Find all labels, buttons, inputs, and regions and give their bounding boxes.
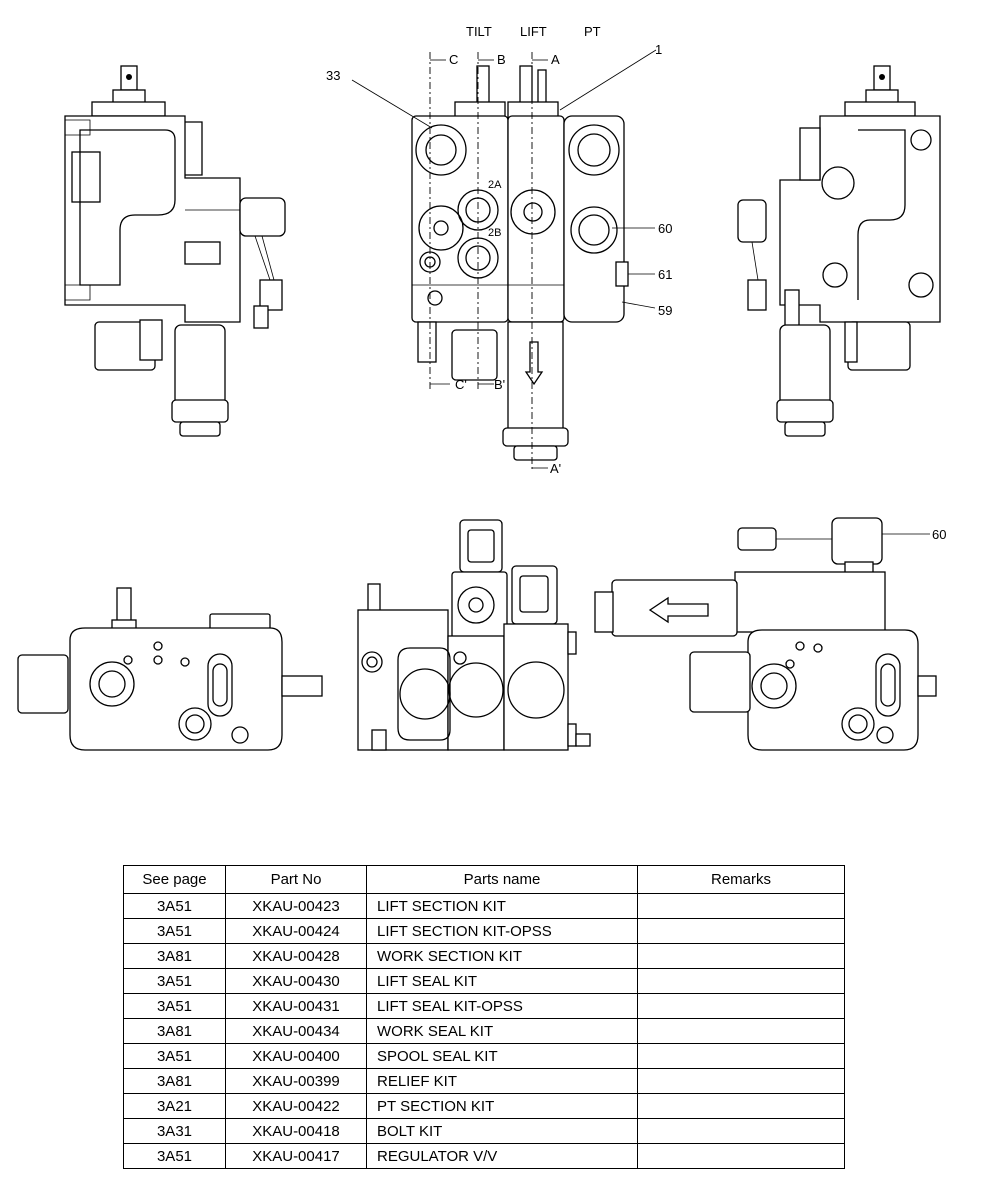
cell-name: RELIEF KIT bbox=[366, 1068, 638, 1094]
table-row: 3A81 XKAU-00428 WORK SECTION KIT bbox=[123, 943, 845, 969]
cell-name: BOLT KIT bbox=[366, 1118, 638, 1144]
valve-assembly-drawing: TILT LIFT PT C B A C' B' A' 1 33 60 61 5… bbox=[17, 24, 946, 751]
cell-part-no: XKAU-00424 bbox=[225, 918, 367, 944]
cell-part-no: XKAU-00423 bbox=[225, 893, 367, 919]
cell-remarks bbox=[637, 1143, 845, 1169]
cell-name: WORK SECTION KIT bbox=[366, 943, 638, 969]
ref-number-1: 1 bbox=[655, 42, 662, 57]
cell-part-no: XKAU-00418 bbox=[225, 1118, 367, 1144]
table-row: 3A81 XKAU-00434 WORK SEAL KIT bbox=[123, 1018, 845, 1044]
table-row: 3A51 XKAU-00417 REGULATOR V/V bbox=[123, 1143, 845, 1169]
label-lift: LIFT bbox=[520, 24, 547, 39]
cell-page: 3A81 bbox=[123, 943, 226, 969]
cell-part-no: XKAU-00400 bbox=[225, 1043, 367, 1069]
bottom-left-view bbox=[17, 587, 323, 751]
cell-remarks bbox=[637, 943, 845, 969]
cell-page: 3A31 bbox=[123, 1118, 226, 1144]
cell-remarks bbox=[637, 993, 845, 1019]
cell-part-no: XKAU-00431 bbox=[225, 993, 367, 1019]
cell-page: 3A51 bbox=[123, 893, 226, 919]
table-row: 3A51 XKAU-00423 LIFT SECTION KIT bbox=[123, 893, 845, 919]
front-view bbox=[351, 49, 657, 470]
header-remarks: Remarks bbox=[637, 865, 845, 894]
cell-name: LIFT SECTION KIT bbox=[366, 893, 638, 919]
cell-name: LIFT SEAL KIT bbox=[366, 968, 638, 994]
ref-number-60: 60 bbox=[658, 221, 672, 236]
cell-page: 3A51 bbox=[123, 1043, 226, 1069]
parts-table: See page Part No Parts name Remarks 3A51… bbox=[123, 865, 845, 1169]
table-row: 3A51 XKAU-00431 LIFT SEAL KIT-OPSS bbox=[123, 993, 845, 1019]
label-section-b: B bbox=[497, 52, 506, 67]
label-section-b-prime: B' bbox=[494, 377, 505, 392]
header-part-no: Part No bbox=[225, 865, 367, 894]
label-pt: PT bbox=[584, 24, 601, 39]
label-section-c: C bbox=[449, 52, 458, 67]
cell-name: LIFT SEAL KIT-OPSS bbox=[366, 993, 638, 1019]
cell-part-no: XKAU-00422 bbox=[225, 1093, 367, 1119]
cell-part-no: XKAU-00428 bbox=[225, 943, 367, 969]
table-row: 3A51 XKAU-00424 LIFT SECTION KIT-OPSS bbox=[123, 918, 845, 944]
label-section-a-prime: A' bbox=[550, 461, 561, 476]
cell-remarks bbox=[637, 1043, 845, 1069]
cell-page: 3A51 bbox=[123, 968, 226, 994]
cell-remarks bbox=[637, 893, 845, 919]
bottom-center-view bbox=[357, 519, 591, 751]
cell-page: 3A51 bbox=[123, 1143, 226, 1169]
cell-name: SPOOL SEAL KIT bbox=[366, 1043, 638, 1069]
header-parts-name: Parts name bbox=[366, 865, 638, 894]
cell-remarks bbox=[637, 1093, 845, 1119]
table-header-row: See page Part No Parts name Remarks bbox=[123, 865, 845, 894]
ref-number-59: 59 bbox=[658, 303, 672, 318]
cell-remarks bbox=[637, 1018, 845, 1044]
left-side-view bbox=[64, 65, 286, 437]
cell-remarks bbox=[637, 1118, 845, 1144]
cell-page: 3A81 bbox=[123, 1068, 226, 1094]
table-row: 3A21 XKAU-00422 PT SECTION KIT bbox=[123, 1093, 845, 1119]
cell-page: 3A81 bbox=[123, 1018, 226, 1044]
cell-part-no: XKAU-00434 bbox=[225, 1018, 367, 1044]
table-row: 3A51 XKAU-00400 SPOOL SEAL KIT bbox=[123, 1043, 845, 1069]
label-section-c-prime: C' bbox=[455, 377, 467, 392]
cell-remarks bbox=[637, 968, 845, 994]
cell-remarks bbox=[637, 1068, 845, 1094]
ref-number-33: 33 bbox=[326, 68, 340, 83]
ref-number-61: 61 bbox=[658, 267, 672, 282]
cell-part-no: XKAU-00430 bbox=[225, 968, 367, 994]
port-label-2a: 2A bbox=[488, 179, 502, 191]
cell-page: 3A51 bbox=[123, 993, 226, 1019]
bottom-right-view bbox=[594, 517, 937, 751]
cell-part-no: XKAU-00417 bbox=[225, 1143, 367, 1169]
label-tilt: TILT bbox=[466, 24, 492, 39]
cell-remarks bbox=[637, 918, 845, 944]
cell-page: 3A21 bbox=[123, 1093, 226, 1119]
cell-page: 3A51 bbox=[123, 918, 226, 944]
table-row: 3A31 XKAU-00418 BOLT KIT bbox=[123, 1118, 845, 1144]
right-side-view bbox=[737, 65, 941, 437]
table-row: 3A81 XKAU-00399 RELIEF KIT bbox=[123, 1068, 845, 1094]
cell-part-no: XKAU-00399 bbox=[225, 1068, 367, 1094]
cell-name: PT SECTION KIT bbox=[366, 1093, 638, 1119]
port-label-2b: 2B bbox=[488, 227, 501, 239]
ref-number-60-bottom: 60 bbox=[932, 527, 946, 542]
header-see-page: See page bbox=[123, 865, 226, 894]
label-section-a: A bbox=[551, 52, 560, 67]
cell-name: WORK SEAL KIT bbox=[366, 1018, 638, 1044]
cell-name: REGULATOR V/V bbox=[366, 1143, 638, 1169]
cell-name: LIFT SECTION KIT-OPSS bbox=[366, 918, 638, 944]
table-row: 3A51 XKAU-00430 LIFT SEAL KIT bbox=[123, 968, 845, 994]
